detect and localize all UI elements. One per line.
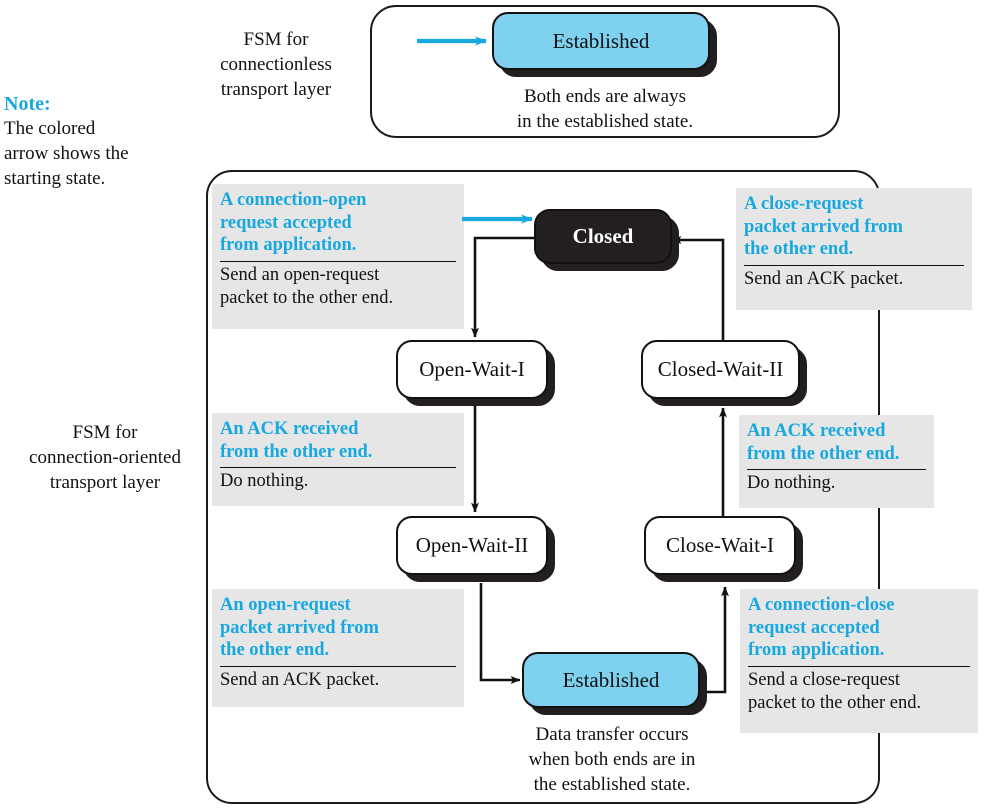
state-label: Closed-Wait-II <box>641 340 800 399</box>
caption-connection-oriented: Data transfer occurs when both ends are … <box>486 722 738 797</box>
state-established-connectionless[interactable]: Established <box>492 12 717 77</box>
connectionless-panel <box>370 5 840 138</box>
state-label: Open-Wait-I <box>396 340 548 399</box>
state-label: Established <box>492 12 710 70</box>
ann-condition-line-2: from the other end. <box>747 443 900 464</box>
ann-condition-line-1: An ACK received <box>747 421 886 441</box>
caption-connectionless: Both ends are always in the established … <box>480 84 730 134</box>
ann-open-request-arrived: An open-request packet arrived from the … <box>212 589 464 707</box>
ann-condition-line-1: An ACK received <box>220 419 359 439</box>
ann-divider <box>220 663 456 667</box>
ann-action-line-1: Send a close-request <box>748 669 901 690</box>
ann-condition-line-2: request accepted <box>220 212 352 233</box>
ann-condition-line-3: the other end. <box>220 640 330 660</box>
ann-condition-line-3: the other end. <box>744 239 854 259</box>
ann-condition-line-1: An open-request <box>220 595 351 615</box>
caption-connection-oriented-line-3: the established state. <box>533 774 691 795</box>
ann-action-line-1: Send an ACK packet. <box>220 669 380 690</box>
ann-ack-received-left: An ACK received from the other end. Do n… <box>212 413 464 506</box>
ann-condition-line-1: A close-request <box>744 194 864 214</box>
caption-connectionless-line-2: in the established state. <box>516 111 694 132</box>
note-line-3: starting state. <box>4 168 106 189</box>
ann-condition-line-1: A connection-open <box>220 190 367 210</box>
ann-connection-close: A connection-close request accepted from… <box>740 589 978 733</box>
label-connectionless-line-2: connectionless <box>220 54 332 75</box>
state-label: Close-Wait-I <box>644 516 796 575</box>
ann-action-line-1: Send an open-request <box>220 264 380 285</box>
ann-condition-line-3: from application. <box>748 640 885 660</box>
ann-divider <box>220 464 456 468</box>
ann-condition-line-2: packet arrived from <box>744 216 903 237</box>
state-open-wait-ii[interactable]: Open-Wait-II <box>396 516 555 582</box>
label-fsm-connectionless: FSM for connectionless transport layer <box>196 27 356 102</box>
state-open-wait-i[interactable]: Open-Wait-I <box>396 340 555 406</box>
ann-action-line-2: packet to the other end. <box>220 287 394 308</box>
ann-divider <box>747 466 926 470</box>
label-connectionless-line-1: FSM for <box>243 29 309 50</box>
ann-condition-line-2: from the other end. <box>220 441 373 462</box>
state-established-connection-oriented[interactable]: Established <box>522 652 707 715</box>
state-label: Closed <box>534 209 672 264</box>
state-label: Open-Wait-II <box>396 516 548 575</box>
ann-action-line-2: packet to the other end. <box>748 692 922 713</box>
state-closed[interactable]: Closed <box>534 209 679 271</box>
note-block: Note: The colored arrow shows the starti… <box>4 92 194 191</box>
ann-action-line-1: Send an ACK packet. <box>744 268 904 289</box>
ann-connection-open: A connection-open request accepted from … <box>212 184 464 329</box>
state-closed-wait-ii[interactable]: Closed-Wait-II <box>641 340 807 406</box>
ann-close-request-arrived: A close-request packet arrived from the … <box>736 188 972 310</box>
ann-condition-line-3: from application. <box>220 235 357 255</box>
note-line-2: arrow shows the <box>4 143 129 164</box>
ann-action-line-1: Do nothing. <box>220 471 309 491</box>
ann-condition-line-2: packet arrived from <box>220 617 379 638</box>
label-connection-oriented-line-2: connection-oriented <box>29 447 181 468</box>
ann-condition-line-2: request accepted <box>748 617 880 638</box>
ann-ack-received-right: An ACK received from the other end. Do n… <box>739 415 934 508</box>
ann-condition-line-1: A connection-close <box>748 595 895 615</box>
ann-divider <box>744 262 964 266</box>
caption-connectionless-line-1: Both ends are always <box>524 86 686 107</box>
caption-connection-oriented-line-2: when both ends are in <box>528 749 696 770</box>
label-connection-oriented-line-3: transport layer <box>49 472 161 493</box>
note-title: Note: <box>4 93 51 115</box>
state-label: Established <box>522 652 700 708</box>
note-line-1: The colored <box>4 118 96 139</box>
ann-divider <box>748 663 970 667</box>
caption-connection-oriented-line-1: Data transfer occurs <box>535 724 689 745</box>
label-fsm-connection-oriented: FSM for connection-oriented transport la… <box>10 420 200 495</box>
state-close-wait-i[interactable]: Close-Wait-I <box>644 516 803 582</box>
label-connection-oriented-line-1: FSM for <box>72 422 138 443</box>
ann-divider <box>220 258 456 262</box>
ann-action-line-1: Do nothing. <box>747 473 836 493</box>
label-connectionless-line-3: transport layer <box>220 79 332 100</box>
